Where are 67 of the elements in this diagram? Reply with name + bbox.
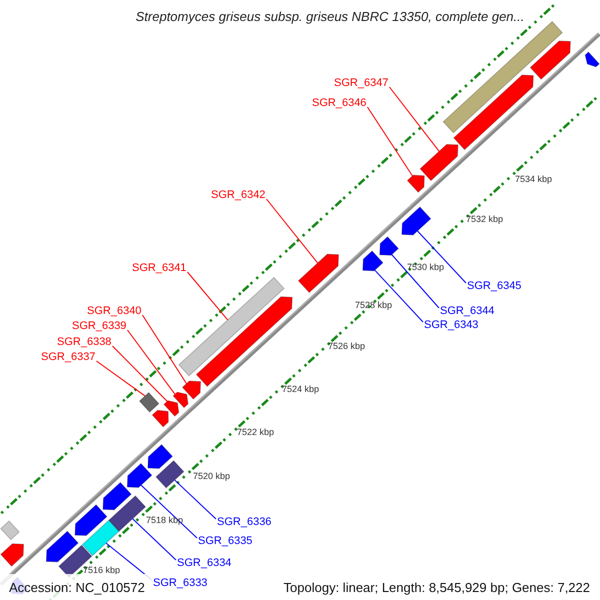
gene-feature (401, 206, 432, 236)
leader-line (417, 230, 466, 284)
gene-feature (147, 444, 173, 469)
leader-line (266, 198, 318, 264)
feature-bar (82, 520, 120, 556)
gene-feature (584, 52, 600, 68)
scale-label: 7524 kbp (282, 384, 320, 395)
scale-label: 7522 kbp (237, 427, 274, 438)
gene-label: SGR_6337 (41, 351, 96, 364)
leader-line (391, 254, 440, 308)
leader-line (96, 360, 146, 396)
gene-label: SGR_6333 (153, 577, 208, 590)
gene-feature (126, 462, 152, 488)
gene-feature (420, 144, 458, 182)
scale-label: 7528 kbp (355, 300, 392, 311)
feature-bar (108, 495, 146, 532)
scale-label: 7534 kbp (515, 174, 552, 185)
gene-label: SGR_6342 (211, 189, 266, 202)
gene-feature (379, 236, 399, 256)
gene-label: SGR_6335 (198, 535, 252, 548)
gene-feature (530, 40, 571, 80)
scale-label: 7530 kbp (407, 262, 444, 273)
feature-bar (155, 460, 184, 488)
leader-line (388, 86, 440, 152)
leader-line (126, 330, 176, 395)
accession-text: Accession: NC_010572 (9, 580, 145, 594)
gene-feature (0, 543, 24, 567)
gene-label: SGR_6334 (177, 557, 232, 570)
gene-feature (362, 250, 384, 272)
genome-info-text: Topology: linear; Length: 8,545,929 bp; Genes: 7,222 (284, 580, 590, 594)
scale-label: 7532 kbp (466, 214, 504, 225)
feature-bar (178, 276, 285, 376)
gene-label: SGR_6340 (87, 305, 142, 318)
gene-feature (74, 504, 108, 536)
gene-label: SGR_6336 (217, 516, 272, 529)
gene-label: SGR_6339 (72, 320, 126, 333)
gene-label: SGR_6341 (132, 262, 186, 275)
scale-label: 7516 kbp (83, 565, 120, 576)
gene-feature (46, 530, 79, 562)
feature-bar (0, 520, 20, 540)
leader-line (140, 484, 198, 538)
gene-feature (102, 482, 132, 510)
scale-label: 7526 kbp (328, 341, 366, 352)
gene-feature (152, 410, 169, 428)
gene-feature (196, 296, 293, 387)
gene-label: SGR_6347 (334, 77, 388, 90)
scale-label: 7520 kbp (193, 471, 230, 482)
gene-label: SGR_6344 (440, 305, 494, 318)
leader-line (174, 480, 216, 520)
gene-label: SGR_6345 (467, 280, 522, 293)
gene-label: SGR_6343 (424, 319, 478, 332)
feature-bar (138, 392, 160, 413)
gene-label: SGR_6338 (57, 336, 112, 349)
gene-label: SGR_6346 (312, 97, 366, 110)
leader-line (142, 314, 187, 384)
leader-line (112, 346, 168, 402)
gene-feature (453, 74, 534, 150)
leader-line (374, 270, 424, 322)
gene-feature (298, 254, 339, 294)
gene-feature (182, 380, 202, 400)
leader-line (132, 518, 176, 560)
gene-feature (163, 400, 180, 417)
leader-line (366, 106, 413, 176)
chart-title: Streptomyces griseus subsp. griseus NBRC 13350, complete gen... (134, 9, 526, 24)
gene-feature (172, 392, 188, 408)
gene-feature (406, 174, 425, 193)
leader-line (186, 272, 228, 320)
